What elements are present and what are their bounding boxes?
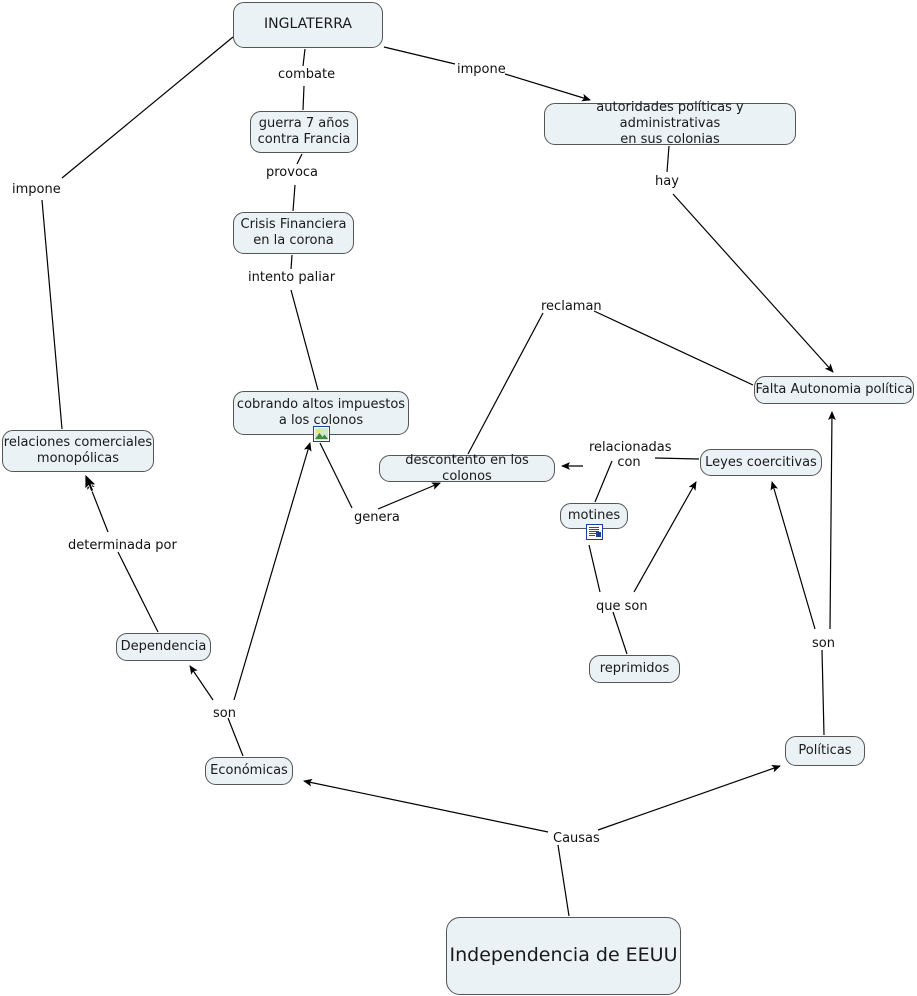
- edge-dependencia-determinada: [117, 551, 159, 633]
- node-reprimidos[interactable]: reprimidos: [589, 655, 680, 683]
- node-autoridades-politicas[interactable]: autoridades políticas y administrativas …: [544, 100, 796, 147]
- node-falta-autonomia-politica[interactable]: Falta Autonomia política: [754, 376, 914, 404]
- edge-impone1-autoridades: [504, 73, 591, 102]
- edge-provoca-crisis: [292, 184, 296, 212]
- edge-inglaterra-impone2: [61, 36, 234, 179]
- edge-label-son-economicas[interactable]: son: [213, 706, 236, 721]
- edge-label-provoca[interactable]: provoca: [266, 165, 319, 180]
- edge-label-que-son[interactable]: que son: [596, 599, 648, 614]
- edge-queson-leyes: [633, 481, 697, 593]
- node-politicas[interactable]: Políticas: [785, 736, 865, 766]
- edge-label-intento-paliar[interactable]: intento paliar: [248, 270, 336, 285]
- edge-label-determinada-por[interactable]: determinada por: [68, 538, 177, 553]
- node-relaciones-comerciales[interactable]: relaciones comerciales monopólicas: [2, 430, 154, 472]
- node-crisis-financiera[interactable]: Crisis Financiera en la corona: [233, 212, 354, 254]
- edge-genera-descontento: [377, 482, 441, 510]
- edge-guerra-provoca: [296, 153, 303, 165]
- edge-son-cobrando: [233, 442, 312, 701]
- edge-label-relacionadas-con[interactable]: relacionadas con: [589, 440, 672, 470]
- edge-label-combate[interactable]: combate: [278, 67, 336, 82]
- edge-independencia-causas: [557, 844, 570, 917]
- edge-son-falta: [828, 411, 836, 630]
- node-cobrando-altos-impuestos[interactable]: cobrando altos impuestos a los colonos: [233, 391, 409, 435]
- node-inglaterra[interactable]: INGLATERRA: [233, 2, 383, 48]
- edge-determinada-relaciones: [87, 480, 109, 533]
- edge-label-reclaman[interactable]: reclaman: [541, 299, 602, 314]
- edge-combate-guerra: [302, 85, 305, 111]
- edge-crisis-intento: [290, 254, 293, 270]
- node-guerra-7-anos[interactable]: guerra 7 años contra Francia: [250, 111, 358, 153]
- node-independencia-de-eeuu[interactable]: Independencia de EEUU: [446, 917, 681, 995]
- edge-label-causas[interactable]: Causas: [553, 831, 600, 846]
- edge-causas-politicas: [597, 764, 781, 831]
- edge-label-genera[interactable]: genera: [354, 510, 400, 525]
- edge-inglaterra-impone1: [383, 46, 456, 65]
- edge-hay-falta: [672, 193, 834, 373]
- edge-reclaman-falta: [593, 310, 754, 386]
- edge-cobrando-genera: [319, 442, 353, 509]
- edge-autoridades-hay: [666, 145, 670, 173]
- edge-label-son-politicas[interactable]: son: [812, 636, 835, 651]
- edge-economicas-son: [227, 717, 244, 757]
- image-icon[interactable]: [313, 426, 330, 442]
- node-motines[interactable]: motines: [560, 503, 628, 529]
- edge-label-hay[interactable]: hay: [655, 174, 679, 189]
- node-descontento-colonos[interactable]: descontento en los colonos: [379, 453, 555, 484]
- node-leyes-coercitivas[interactable]: Leyes coercitivas: [700, 449, 822, 476]
- edge-queson-motines: [588, 544, 601, 593]
- mouse-cursor: [84, 473, 98, 497]
- edge-intento-cobrando: [290, 289, 319, 391]
- edge-label-impone-relaciones[interactable]: impone: [12, 182, 61, 197]
- edge-reprimidos-queson: [612, 611, 628, 655]
- node-economicas[interactable]: Económicas: [205, 757, 293, 785]
- edge-son-dependencia: [189, 665, 214, 701]
- node-dependencia[interactable]: Dependencia: [116, 633, 211, 661]
- edge-inglaterra-combate: [302, 48, 306, 67]
- edge-causas-economicas: [303, 778, 549, 833]
- edge-son-leyes: [770, 481, 816, 630]
- edge-label-impone-autoridades[interactable]: impone: [457, 62, 506, 77]
- edge-impone2-relaciones: [41, 199, 63, 430]
- edge-politicas-son: [821, 649, 825, 736]
- edge-descontento-reclaman: [467, 312, 544, 455]
- document-icon[interactable]: [586, 524, 603, 540]
